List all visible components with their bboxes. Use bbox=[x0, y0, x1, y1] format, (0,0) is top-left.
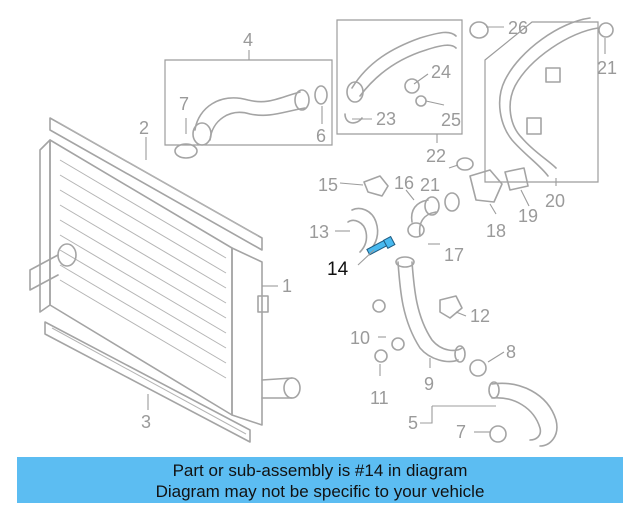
callout-13: 13 bbox=[309, 222, 329, 242]
callout-17: 17 bbox=[444, 245, 464, 265]
sensor-15 bbox=[363, 175, 389, 197]
callout-7-lower: 7 bbox=[456, 422, 466, 442]
group-box-22 bbox=[336, 19, 463, 143]
callout-18: 18 bbox=[486, 221, 506, 241]
callout-15: 15 bbox=[318, 175, 338, 195]
callout-25: 25 bbox=[441, 110, 461, 130]
callout-12: 12 bbox=[470, 306, 490, 326]
sensor-12 bbox=[439, 295, 463, 319]
callout-2: 2 bbox=[139, 118, 149, 138]
callout-3: 3 bbox=[141, 412, 151, 432]
callout-7-upper: 7 bbox=[179, 94, 189, 114]
hose-5 bbox=[488, 381, 558, 447]
callout-1: 1 bbox=[282, 276, 292, 296]
callout-24: 24 bbox=[431, 62, 451, 82]
callout-11: 11 bbox=[370, 388, 389, 408]
callout-4: 4 bbox=[243, 30, 253, 50]
clip-21-top bbox=[598, 22, 614, 38]
grommet-11 bbox=[374, 349, 388, 363]
callout-9: 9 bbox=[424, 374, 434, 394]
clamp-7-lower bbox=[489, 425, 507, 443]
upper-rail bbox=[49, 117, 263, 251]
callout-19: 19 bbox=[518, 206, 538, 226]
callout-21-mid: 21 bbox=[420, 175, 440, 195]
bracket-19 bbox=[504, 167, 529, 191]
elbow-16 bbox=[407, 196, 440, 238]
callout-8: 8 bbox=[506, 342, 516, 362]
charge-pipe-9 bbox=[395, 256, 466, 363]
clamp-8 bbox=[469, 359, 487, 377]
hose-13 bbox=[347, 207, 379, 253]
callout-6: 6 bbox=[316, 126, 326, 146]
seal-21-mid bbox=[456, 157, 474, 171]
callout-22: 22 bbox=[426, 146, 446, 166]
callout-5: 5 bbox=[408, 413, 418, 433]
callout-14: 14 bbox=[327, 259, 349, 280]
callout-16: 16 bbox=[394, 173, 414, 193]
intercooler-core bbox=[29, 139, 301, 426]
banner-line-disclaimer: Diagram may not be specific to your vehi… bbox=[155, 482, 485, 501]
parts-diagram: 1 2 3 4 5 6 7 7 8 9 10 11 12 13 14 15 16… bbox=[29, 17, 617, 447]
housing-18 bbox=[444, 169, 503, 212]
group-box-4 bbox=[164, 50, 333, 159]
banner-line-part-number: Part or sub-assembly is #14 in diagram bbox=[172, 461, 468, 480]
callout-10: 10 bbox=[350, 328, 370, 348]
info-banner: Part or sub-assembly is #14 in diagram D… bbox=[17, 457, 623, 503]
group-box-20 bbox=[484, 17, 599, 183]
grommet-10 bbox=[372, 299, 405, 351]
callout-20: 20 bbox=[545, 191, 565, 211]
callout-23: 23 bbox=[376, 109, 396, 129]
callout-26: 26 bbox=[508, 18, 528, 38]
seal-26 bbox=[469, 21, 489, 39]
lower-rail bbox=[44, 321, 251, 443]
callout-21-top: 21 bbox=[597, 58, 617, 78]
